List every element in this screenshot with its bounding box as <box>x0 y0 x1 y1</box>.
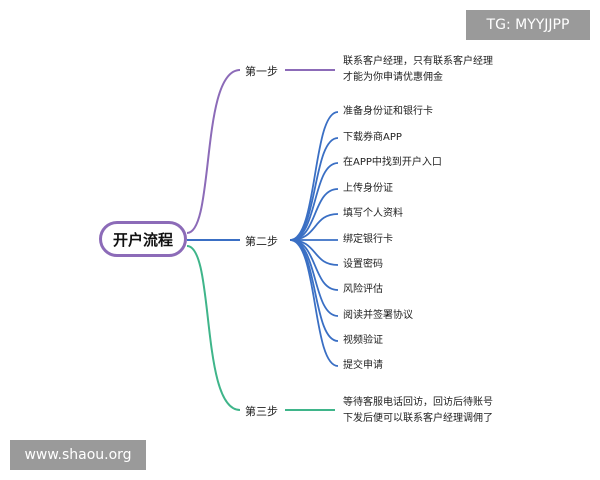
branch-line <box>289 137 339 241</box>
step-2-item: 绑定银行卡 <box>343 234 393 245</box>
branch-line <box>289 162 339 241</box>
root-node[interactable]: 开户流程 <box>99 221 187 257</box>
site-watermark: www.shaou.org <box>10 440 146 470</box>
step-2-node[interactable]: 第二步 <box>245 235 278 248</box>
step-2-item: 视频验证 <box>343 335 383 346</box>
step-3-item: 下发后便可以联系客户经理调佣了 <box>343 413 493 424</box>
step-2-item: 填写个人资料 <box>343 208 403 219</box>
step-2-item: 下载券商APP <box>343 132 402 143</box>
step-2-item: 上传身份证 <box>343 183 393 194</box>
step-1-item: 联系客户经理，只有联系客户经理 <box>343 56 493 67</box>
step-2-item: 风险评估 <box>343 284 383 295</box>
tg-watermark: TG: MYYJJPP <box>466 10 590 40</box>
step-3-item: 等待客服电话回访，回访后待账号 <box>343 397 493 408</box>
branch-line <box>289 239 339 367</box>
step-2-item: 阅读并签署协议 <box>343 310 413 321</box>
step-2-item: 准备身份证和银行卡 <box>343 106 433 117</box>
step-1-item: 才能为你申请优惠佣金 <box>343 72 443 83</box>
step-2-item: 设置密码 <box>343 259 383 270</box>
step-3-node[interactable]: 第三步 <box>245 405 278 418</box>
step-2-item: 提交申请 <box>343 360 383 371</box>
branch-line <box>289 239 339 342</box>
step-2-item: 在APP中找到开户入口 <box>343 157 442 168</box>
step-1-node[interactable]: 第一步 <box>245 65 278 78</box>
branch-line <box>289 111 339 241</box>
